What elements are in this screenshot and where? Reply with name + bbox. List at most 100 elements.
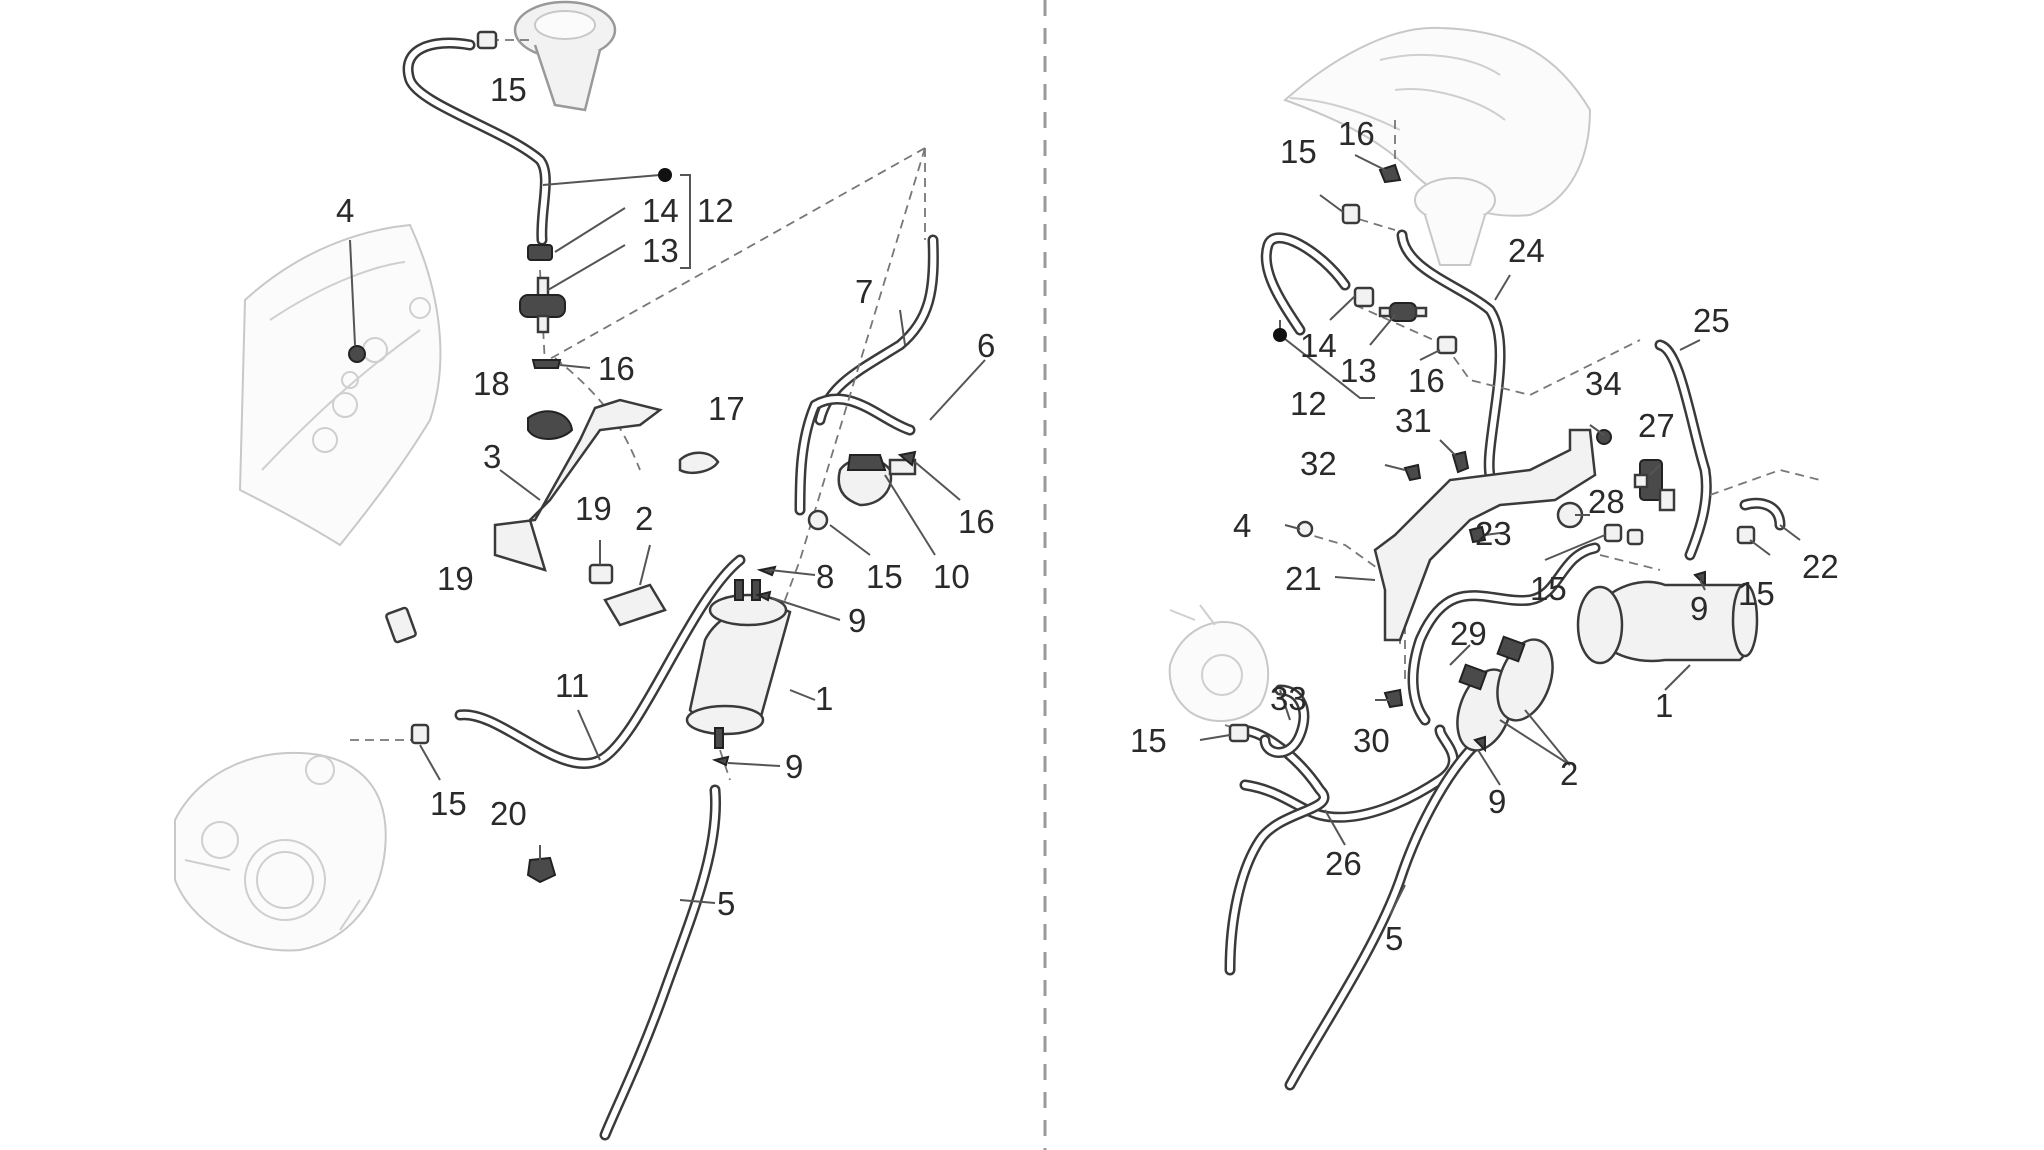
right-panel: 16 15 24 14 13 16 25 12 34 31 27 32 28 4… <box>1130 26 1839 1091</box>
callout-15-mid: 15 <box>866 558 903 595</box>
hose-24 <box>1396 229 1506 491</box>
callout-19-upper: 19 <box>575 490 612 527</box>
callout-29: 29 <box>1450 615 1487 652</box>
clamp-2 <box>603 583 667 627</box>
callout-34: 34 <box>1585 365 1622 402</box>
callout-21: 21 <box>1285 560 1322 597</box>
callout-15-r-top: 15 <box>1280 133 1317 170</box>
canister-1-right <box>1576 580 1759 665</box>
bracket-3 <box>493 398 663 572</box>
callout-11: 11 <box>555 667 589 704</box>
clip-16-right <box>897 450 917 467</box>
fitting-9-right-lower <box>1473 735 1486 753</box>
clamp-15-right-lower <box>1228 723 1250 743</box>
callout-20: 20 <box>490 795 527 832</box>
callout-8: 8 <box>816 558 834 595</box>
clamp-15-lower <box>410 723 430 745</box>
callout-14-r: 14 <box>1300 327 1337 364</box>
callout-16-r-top: 16 <box>1338 115 1375 152</box>
hose-11 <box>454 554 746 770</box>
clip-17 <box>678 451 720 474</box>
fuel-cap <box>513 0 617 112</box>
callout-17: 17 <box>708 390 745 427</box>
callouts-right: 16 15 24 14 13 16 25 12 34 31 27 32 28 4… <box>1130 115 1839 957</box>
callout-6: 6 <box>977 327 995 364</box>
screw-32 <box>1403 463 1422 482</box>
callout-9-r-upper: 9 <box>1690 590 1708 627</box>
small-parts-left <box>348 30 917 884</box>
clamp-15-right-top <box>1341 203 1361 225</box>
callout-32: 32 <box>1300 445 1337 482</box>
fitting-9-right-upper <box>1693 570 1706 588</box>
callout-12-r: 12 <box>1290 385 1327 422</box>
throttle-body-right-background <box>1168 604 1270 722</box>
callout-1-r: 1 <box>1655 687 1673 724</box>
callout-18: 18 <box>473 365 510 402</box>
callout-10: 10 <box>933 558 970 595</box>
leaders-left <box>349 168 986 904</box>
nut-14 <box>527 244 553 261</box>
hoses-right <box>1224 229 1786 1091</box>
callout-19-lower: 19 <box>437 560 474 597</box>
throttle-body-background <box>174 751 387 952</box>
nut-19-lower <box>385 606 417 644</box>
hose-26-long <box>1224 724 1330 976</box>
clip-30 <box>1383 688 1404 709</box>
clamp-15-right-mid <box>1603 523 1623 543</box>
nut-19-upper <box>588 563 614 585</box>
callout-2-r: 2 <box>1560 755 1578 792</box>
solenoid-27 <box>1633 459 1676 512</box>
clamp-15-right-mid-2 <box>1626 528 1644 546</box>
callout-13: 13 <box>642 232 679 269</box>
callout-4: 4 <box>336 192 354 229</box>
callout-16-upper: 16 <box>598 350 635 387</box>
callout-5: 5 <box>717 885 735 922</box>
clamp-18 <box>527 410 574 440</box>
small-parts-right <box>1228 163 1759 753</box>
callout-3: 3 <box>483 438 501 475</box>
callout-5-r: 5 <box>1385 920 1403 957</box>
callout-16-right: 16 <box>958 503 995 540</box>
bracket-21 <box>1373 428 1597 642</box>
assembly-dot-12 <box>658 168 672 182</box>
callout-15-r-mid: 15 <box>1530 570 1567 607</box>
valve-10 <box>837 454 917 507</box>
assembly-dot-12-right <box>1273 328 1287 342</box>
clamp-15 <box>476 30 498 50</box>
callout-13-r: 13 <box>1340 352 1377 389</box>
callout-1: 1 <box>815 680 833 717</box>
callout-25: 25 <box>1693 302 1730 339</box>
clamp-15-mid <box>807 509 829 531</box>
callout-16-r: 16 <box>1408 362 1445 399</box>
valve-13-right <box>1378 302 1428 322</box>
callout-26: 26 <box>1325 845 1362 882</box>
clamp-15-right-far <box>1736 525 1756 545</box>
callout-31: 31 <box>1395 402 1432 439</box>
clip-16 <box>531 359 562 369</box>
hose-5 <box>599 784 722 1141</box>
nut-4-right <box>1296 520 1314 538</box>
screw-20 <box>526 856 557 884</box>
callout-23: 23 <box>1475 515 1512 552</box>
fitting-9-lower <box>711 755 730 767</box>
callout-15-lower: 15 <box>430 785 467 822</box>
fitting-9-upper <box>755 590 772 602</box>
callout-9-lower: 9 <box>785 748 803 785</box>
callout-4-r: 4 <box>1233 507 1251 544</box>
callout-7: 7 <box>855 273 873 310</box>
clip-23 <box>1468 525 1487 544</box>
clip-16-right-lower <box>1436 335 1458 355</box>
callout-30: 30 <box>1353 722 1390 759</box>
screw-31 <box>1451 450 1470 474</box>
hoses-left <box>402 37 939 1141</box>
callout-9-r-lower: 9 <box>1488 783 1506 820</box>
callout-24: 24 <box>1508 232 1545 269</box>
callout-28: 28 <box>1588 483 1625 520</box>
callouts-left: 15 12 14 13 4 16 18 3 17 7 6 16 19 2 19 … <box>336 71 995 922</box>
clamp-2-right <box>1456 635 1554 752</box>
callout-15-r-lower: 15 <box>1130 722 1167 759</box>
callout-2: 2 <box>635 500 653 537</box>
callout-12: 12 <box>697 192 734 229</box>
callout-9-upper: 9 <box>848 602 866 639</box>
callout-27: 27 <box>1638 407 1675 444</box>
